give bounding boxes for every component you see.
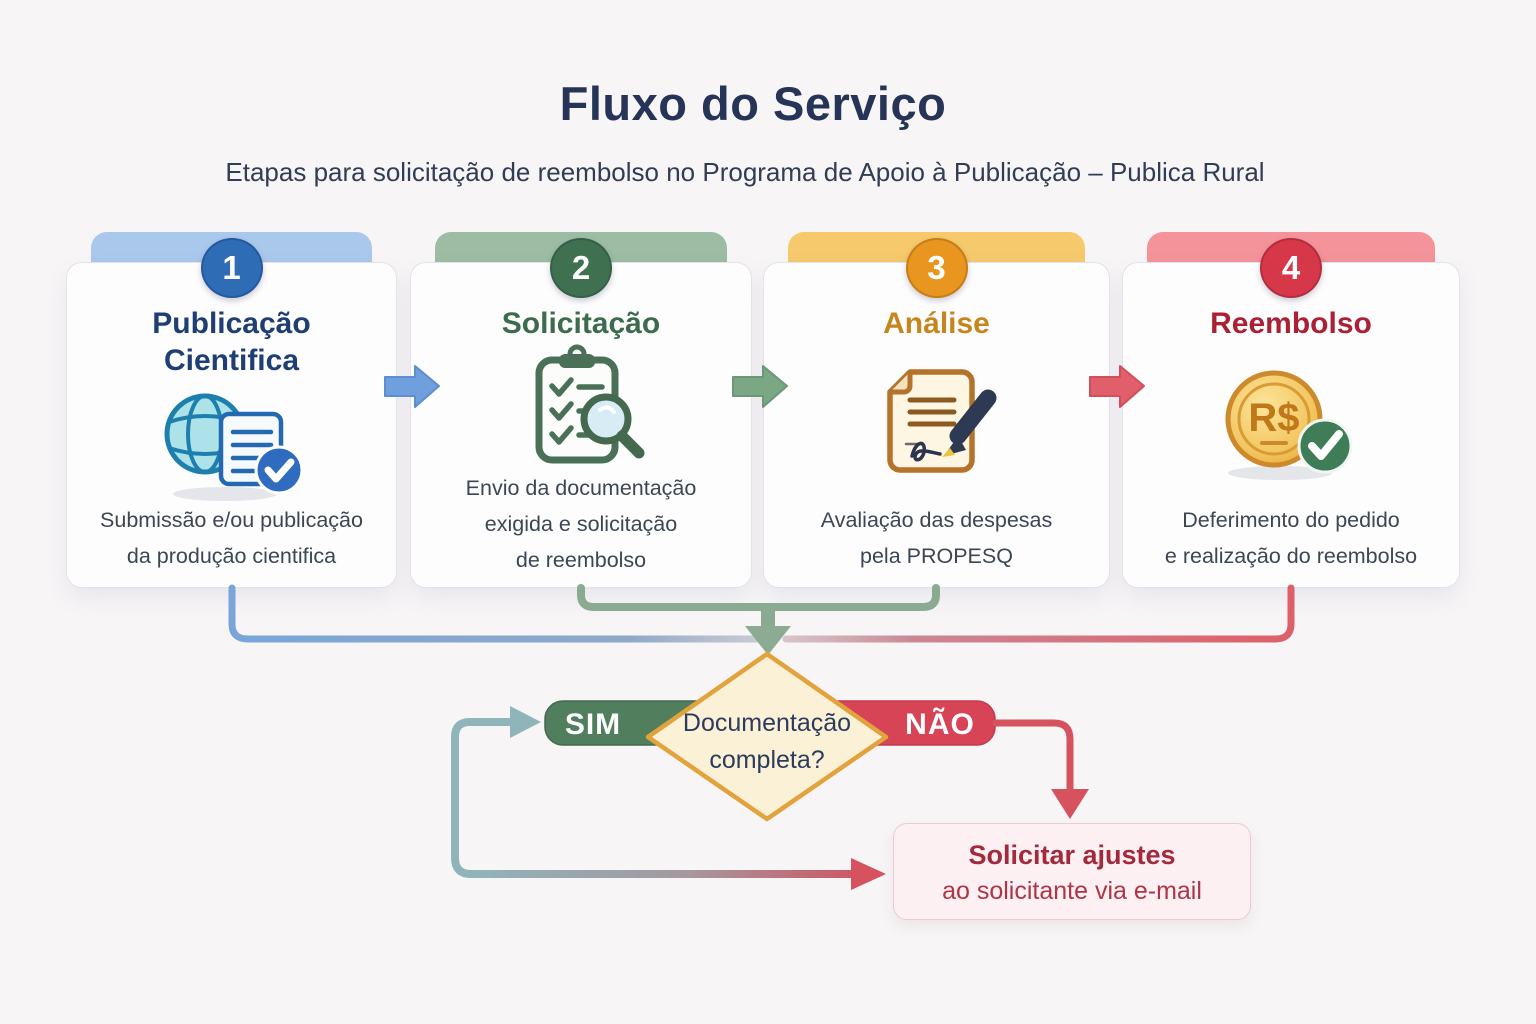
bottom-branch-arrowhead-right-icon <box>851 858 886 890</box>
step-card-body: Reembolso R$ <box>1122 262 1460 588</box>
step-card-solicitacao: 2 Solicitação Envio <box>410 232 752 588</box>
step-description: Avaliação das despesas pela PROPESQ <box>820 508 1053 568</box>
action-box-title: Solicitar ajustes <box>968 839 1176 870</box>
step-description: Deferimento do pedido e realização do re… <box>1164 508 1418 568</box>
no-pill <box>819 700 996 746</box>
step-number-badge: 3 <box>905 238 968 298</box>
step-number-badge: 1 <box>200 238 263 298</box>
document-pen-icon <box>764 342 1109 502</box>
page-title: Fluxo do Serviço <box>559 77 947 130</box>
loop-back-connector <box>451 718 516 856</box>
bottom-branch-connector <box>451 842 856 878</box>
action-box-subtitle: ao solicitante via e-mail <box>942 876 1202 905</box>
step-card-body: Solicitação Envio da documenta <box>410 262 752 588</box>
step-title: Solicitação <box>501 307 661 340</box>
decision-diamond <box>645 651 889 822</box>
page-subtitle: Etapas para solicitação de reembolso no … <box>225 157 1265 187</box>
yes-pill-label: SIM <box>565 708 621 741</box>
step-card-publicacao: 1 Publicação Cientifica <box>66 232 397 588</box>
step-title: Publicação Cientifica <box>152 307 311 377</box>
globe-document-check-icon <box>67 379 396 502</box>
loop-back-arrowhead-right-icon <box>510 706 541 738</box>
step-title: Análise <box>883 307 990 340</box>
decision-question-line1: Documentação <box>683 709 851 737</box>
action-box-solicitar-ajustes: Solicitar ajustes ao solicitante via e-m… <box>893 823 1251 920</box>
step-description: Submissão e/ou publicação da produção ci… <box>100 508 363 568</box>
step-number-badge: 4 <box>1260 238 1322 298</box>
step-card-body: Publicação Cientifica Submissã <box>66 262 397 588</box>
connector-step1-down <box>228 584 762 643</box>
step-number-badge: 2 <box>550 238 612 298</box>
coin-currency-label: R$ <box>1248 396 1299 440</box>
step-description: Envio da documentação exigida e solicita… <box>465 476 697 572</box>
no-branch-connector <box>992 719 1074 796</box>
step-card-reembolso: 4 Reembolso R$ <box>1122 232 1460 588</box>
merge-arrowhead-down-icon <box>745 626 791 655</box>
connector-step2-step3-bar <box>577 584 940 611</box>
connector-step4-down <box>782 584 1295 643</box>
step-card-analise: 3 Análise Avaliação das despesas pela PR… <box>763 232 1110 588</box>
coin-check-icon: R$ <box>1123 342 1459 502</box>
decision-question-line2: completa? <box>709 746 824 774</box>
step-card-body: Análise Avaliação das despesas pela PROP… <box>763 262 1110 588</box>
step-title: Reembolso <box>1210 307 1372 340</box>
no-pill-label: NÃO <box>905 707 975 741</box>
yes-pill <box>544 700 716 746</box>
clipboard-magnifier-icon <box>411 342 751 470</box>
no-branch-arrowhead-down-icon <box>1051 789 1089 819</box>
